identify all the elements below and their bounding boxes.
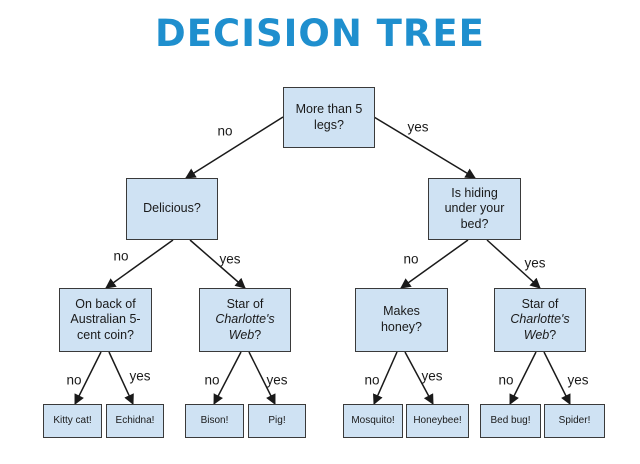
edge-hiding-star2 xyxy=(486,239,541,289)
leaf-bedbug-text: Bed bug! xyxy=(490,414,531,426)
label-star1-yes: yes xyxy=(266,372,288,388)
leaf-bison: Bison! xyxy=(185,404,244,438)
node-coin-text: On back of Australian 5-cent coin? xyxy=(70,296,141,342)
node-star2: Star of Charlotte's Web? xyxy=(494,288,586,352)
label-hiding-yes: yes xyxy=(524,255,546,271)
edge-honey-honeybee xyxy=(404,351,434,405)
node-star2-suffix: ? xyxy=(549,327,557,342)
node-root-text: More than 5 legs? xyxy=(295,101,363,132)
edge-star2-bedbug xyxy=(509,351,537,405)
label-coin-no: no xyxy=(66,372,82,388)
edge-root-hiding xyxy=(373,116,476,179)
edge-star1-bison xyxy=(213,351,242,405)
edge-honey-mosquito xyxy=(373,351,398,405)
node-star2-text: Star of Charlotte's Web? xyxy=(510,297,569,344)
label-root-no: no xyxy=(217,123,233,139)
leaf-kitty-text: Kitty cat! xyxy=(53,414,92,426)
leaf-honeybee: Honeybee! xyxy=(406,404,469,438)
node-hiding: Is hiding under your bed? xyxy=(428,178,521,240)
leaf-bison-text: Bison! xyxy=(200,414,229,426)
edge-coin-kitty xyxy=(74,351,102,405)
leaf-spider: Spider! xyxy=(544,404,605,438)
node-star2-line1: Star of xyxy=(521,296,559,311)
node-star1-text: Star of Charlotte's Web? xyxy=(215,297,274,344)
label-star2-yes: yes xyxy=(567,372,589,388)
edge-delicious-coin xyxy=(105,239,174,289)
node-star1-line3: Web xyxy=(228,327,255,342)
label-delicious-no: no xyxy=(113,248,129,264)
edge-hiding-honey xyxy=(400,239,469,289)
edge-delicious-star1 xyxy=(189,239,246,289)
leaf-echidna: Echidna! xyxy=(106,404,164,438)
diagram-title: DECISION TREE xyxy=(155,12,485,55)
leaf-kitty: Kitty cat! xyxy=(43,404,102,438)
label-star1-no: no xyxy=(204,372,220,388)
node-delicious: Delicious? xyxy=(126,178,218,240)
node-star1: Star of Charlotte's Web? xyxy=(199,288,291,352)
label-star2-no: no xyxy=(498,372,514,388)
node-star1-line1: Star of xyxy=(226,296,264,311)
label-delicious-yes: yes xyxy=(219,251,241,267)
edge-star1-pig xyxy=(248,351,276,405)
node-star1-line2: Charlotte's xyxy=(215,312,275,327)
edge-star2-spider xyxy=(543,351,571,405)
node-star2-line2: Charlotte's xyxy=(510,312,570,327)
leaf-pig: Pig! xyxy=(248,404,306,438)
node-delicious-text: Delicious? xyxy=(143,201,201,216)
edge-coin-echidna xyxy=(108,351,134,405)
label-root-yes: yes xyxy=(407,119,429,135)
label-hiding-no: no xyxy=(403,251,419,267)
leaf-honeybee-text: Honeybee! xyxy=(413,414,462,426)
leaf-mosquito-text: Mosquito! xyxy=(351,414,395,426)
leaf-echidna-text: Echidna! xyxy=(115,414,155,426)
node-hiding-text: Is hiding under your bed? xyxy=(444,185,505,231)
label-honey-yes: yes xyxy=(421,368,443,384)
leaf-spider-text: Spider! xyxy=(558,414,591,426)
leaf-bedbug: Bed bug! xyxy=(480,404,541,438)
node-coin: On back of Australian 5-cent coin? xyxy=(59,288,152,352)
node-star2-line3: Web xyxy=(523,327,550,342)
edge-root-delicious xyxy=(185,116,284,179)
node-honey: Makes honey? xyxy=(355,288,448,352)
node-root: More than 5 legs? xyxy=(283,87,375,148)
label-coin-yes: yes xyxy=(129,368,151,384)
node-honey-text: Makes honey? xyxy=(380,304,422,334)
node-star1-suffix: ? xyxy=(254,327,262,342)
leaf-pig-text: Pig! xyxy=(268,414,286,426)
label-honey-no: no xyxy=(364,372,380,388)
leaf-mosquito: Mosquito! xyxy=(343,404,403,438)
